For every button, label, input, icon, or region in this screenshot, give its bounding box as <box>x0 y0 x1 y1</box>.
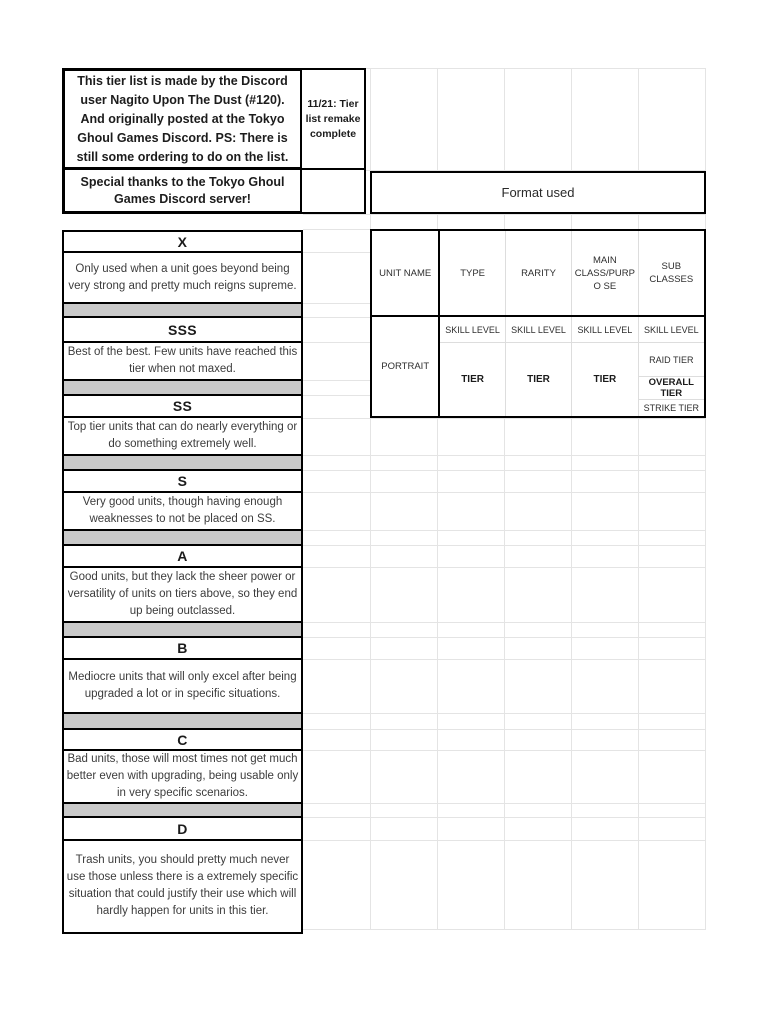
tier-cell: TIER <box>593 374 617 385</box>
main-class-detail-column: SKILL LEVEL TIER <box>571 317 638 416</box>
credit-note-text: This tier list is made by the Discord us… <box>76 73 289 164</box>
sub-classes-detail-column: SKILL LEVEL RAID TIER OVERALL TIER STRIK… <box>637 317 704 416</box>
grid-row-line <box>303 214 706 215</box>
format-table: UNIT NAME TYPE RARITY MAIN CLASS/PURPO S… <box>370 229 706 418</box>
tier-name-sss: SSS <box>64 318 301 343</box>
grid-row-line <box>303 840 706 841</box>
grid-row-line <box>303 637 706 638</box>
grid-row-line <box>303 713 706 714</box>
tier-name-b: B <box>64 638 301 660</box>
grid-row-line <box>303 170 706 171</box>
skill-level-cell: SKILL LEVEL <box>638 317 704 343</box>
grid-row-line <box>303 68 706 69</box>
format-table-detail-row: PORTRAIT SKILL LEVEL TIER SKILL LEVEL TI… <box>372 317 704 416</box>
tier-description-a: Good units, but they lack the sheer powe… <box>64 568 301 623</box>
tier-description-c: Bad units, those will most times not get… <box>64 751 301 804</box>
format-table-header-row: UNIT NAME TYPE RARITY MAIN CLASS/PURPO S… <box>372 231 704 317</box>
format-used-header-cell: Format used <box>370 171 706 214</box>
grid-row-line <box>303 803 706 804</box>
col-header-sub-classes: SUB CLASSES <box>637 231 704 315</box>
spacer-row <box>64 804 301 818</box>
grid-row-line <box>303 622 706 623</box>
spacer-row <box>64 456 301 471</box>
tier-description-sss: Best of the best. Few units have reached… <box>64 343 301 381</box>
tier-description-ss: Top tier units that can do nearly everyt… <box>64 418 301 456</box>
tier-cell: TIER <box>527 374 550 385</box>
tier-name-a: A <box>64 546 301 568</box>
grid-row-line <box>303 567 706 568</box>
skill-level-cell: SKILL LEVEL <box>440 317 505 343</box>
spacer-row <box>64 381 301 396</box>
tier-description-s: Very good units, though having enough we… <box>64 493 301 531</box>
spacer-row <box>64 714 301 730</box>
tier-name-c: C <box>64 730 301 751</box>
overall-tier-cell: OVERALL TIER <box>638 377 704 400</box>
tier-description-x: Only used when a unit goes beyond being … <box>64 253 301 304</box>
grid-row-line <box>303 929 706 930</box>
strike-tier-cell: STRIKE TIER <box>643 403 699 413</box>
grid-row-line <box>303 530 706 531</box>
portrait-cell: PORTRAIT <box>381 361 430 372</box>
grid-row-line <box>303 729 706 730</box>
col-header-type: TYPE <box>438 231 504 315</box>
thanks-note-text: Special thanks to the Tokyo Ghoul Games … <box>80 174 285 206</box>
tier-cell: TIER <box>461 374 484 385</box>
tier-name-ss: SS <box>64 396 301 418</box>
grid-row-line <box>303 817 706 818</box>
skill-level-cell: SKILL LEVEL <box>572 317 638 343</box>
grid-row-line <box>303 455 706 456</box>
spacer-row <box>64 623 301 638</box>
format-used-label: Format used <box>501 185 575 200</box>
spacer-row <box>64 304 301 318</box>
raid-tier-cell: RAID TIER <box>638 343 704 377</box>
tier-name-s: S <box>64 471 301 493</box>
update-note-text: 11/21: Tier list remake complete <box>305 97 361 140</box>
grid-row-line <box>303 492 706 493</box>
grid-row-line <box>303 418 706 419</box>
col-header-main-class: MAIN CLASS/PURPO SE <box>571 231 637 315</box>
empty-bordered-cell <box>300 168 366 214</box>
skill-level-cell: SKILL LEVEL <box>505 317 572 343</box>
tier-name-x: X <box>64 232 301 253</box>
col-header-unit-name: UNIT NAME <box>379 267 432 279</box>
tier-list-table: X Only used when a unit goes beyond bein… <box>62 230 303 934</box>
col-header-rarity: RARITY <box>504 231 571 315</box>
credit-note-cell: This tier list is made by the Discord us… <box>62 68 303 170</box>
tier-description-b: Mediocre units that will only excel afte… <box>64 660 301 714</box>
grid-row-line <box>303 545 706 546</box>
spacer-row <box>64 531 301 546</box>
grid-row-line <box>303 470 706 471</box>
grid-row-line <box>303 659 706 660</box>
tier-name-d: D <box>64 818 301 841</box>
rarity-detail-column: SKILL LEVEL TIER <box>504 317 572 416</box>
type-detail-column: SKILL LEVEL TIER <box>438 317 505 416</box>
tier-description-d: Trash units, you should pretty much neve… <box>66 854 299 917</box>
grid-row-line <box>303 750 706 751</box>
thanks-note-cell: Special thanks to the Tokyo Ghoul Games … <box>62 167 303 214</box>
update-note-cell: 11/21: Tier list remake complete <box>300 68 366 170</box>
